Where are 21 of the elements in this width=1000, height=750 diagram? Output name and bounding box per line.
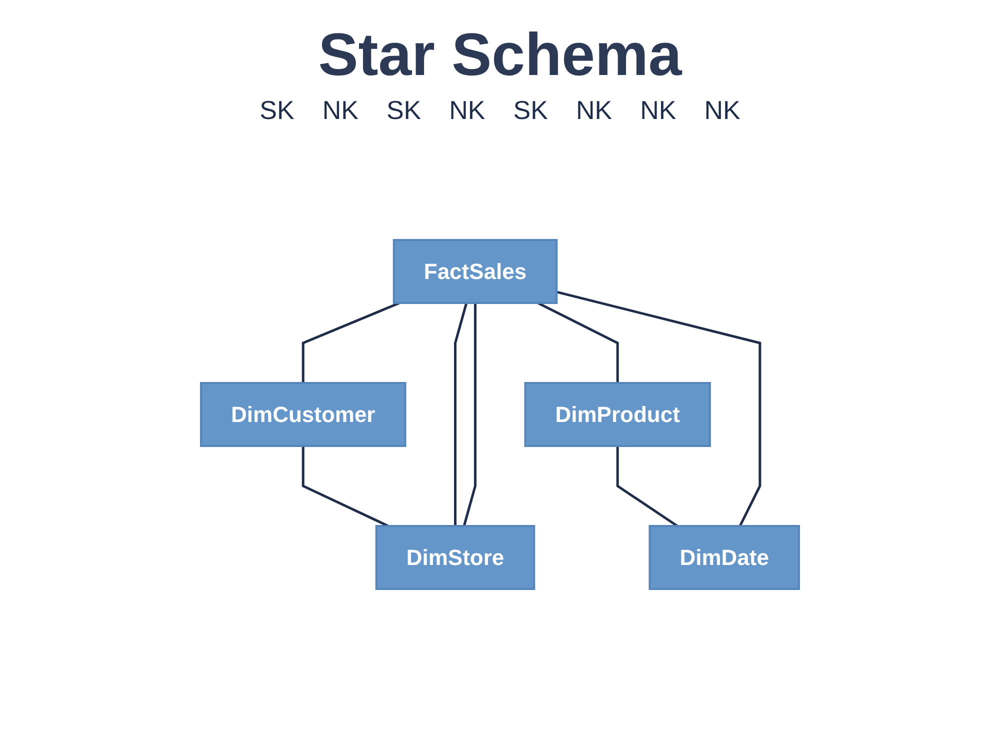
- connector: [302, 301, 400, 382]
- key-label: NK: [449, 95, 486, 126]
- connector: [454, 302, 468, 526]
- connector: [556, 290, 762, 526]
- key-label: NK: [576, 95, 612, 126]
- connector: [616, 446, 678, 527]
- key-label: SK: [260, 95, 294, 126]
- key-label: NK: [704, 95, 740, 126]
- connector: [537, 301, 619, 382]
- connector: [462, 302, 476, 526]
- key-label: SK: [513, 95, 548, 126]
- key-label: NK: [640, 95, 676, 126]
- key-label: SK: [386, 95, 422, 126]
- title: Star Schema: [317, 20, 684, 89]
- node-box: DimCustomer: [200, 382, 406, 446]
- node-box: DimDate: [648, 524, 800, 590]
- node-box: DimStore: [375, 524, 536, 590]
- node-box: FactSales: [392, 238, 558, 304]
- node-box: DimProduct: [524, 382, 711, 446]
- key-label: NK: [322, 95, 358, 126]
- connector: [302, 446, 389, 527]
